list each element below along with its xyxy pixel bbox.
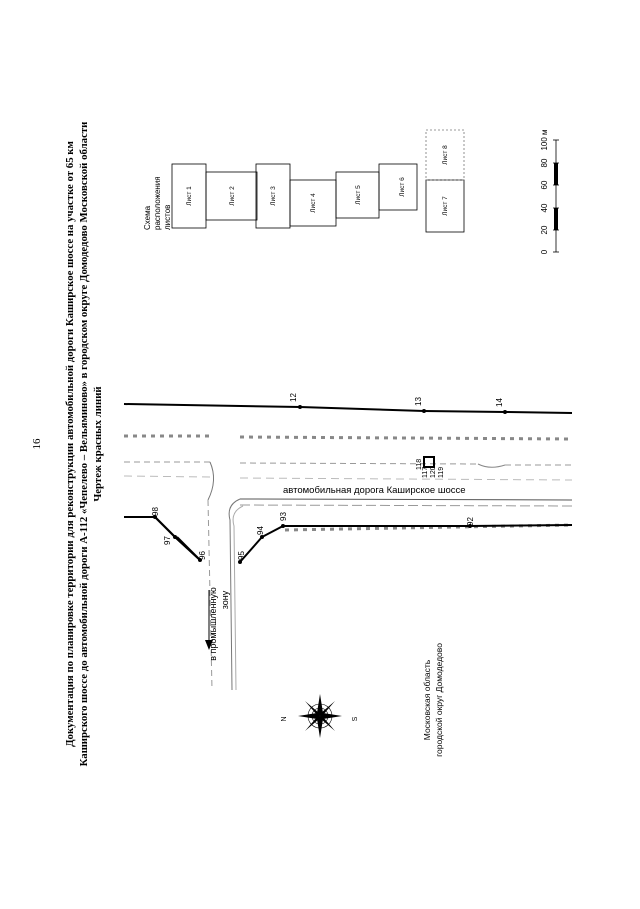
sheet-2-box xyxy=(205,171,258,221)
boundary-dashed-bottom xyxy=(284,523,573,532)
point-label-96: 96 xyxy=(198,551,207,560)
boundary-dashed-top xyxy=(124,434,573,441)
road-edge-top xyxy=(124,461,572,466)
direction-label-line-1: в промышленную xyxy=(208,587,218,661)
region-label-line-2: городской округ Домодедово xyxy=(434,643,444,757)
road-edge-bottom-2 xyxy=(239,504,573,507)
map-area: 12 13 14 98 97 96 95 94 93 92 117 118 11… xyxy=(123,393,573,757)
point-label-117: 117 xyxy=(422,467,429,478)
road-edge-bottom xyxy=(239,498,573,501)
scheme-title-line-1: Схема xyxy=(143,205,152,230)
direction-label-line-2: зону xyxy=(220,590,230,609)
scale-bar: 0 20 40 60 80 100 м xyxy=(540,129,559,254)
header-line-3: Чертеж красных линий xyxy=(92,386,104,501)
point-label-13: 13 xyxy=(414,397,423,406)
scale-tick-80: 80 xyxy=(540,158,549,167)
scale-tick-60: 60 xyxy=(540,180,549,189)
ramp-curve-upper xyxy=(207,461,214,501)
sheet-4-label: Лист 4 xyxy=(310,193,317,213)
road-centre xyxy=(123,475,573,481)
ramp-curve-lower xyxy=(228,498,241,691)
sheet-7-box xyxy=(425,179,465,233)
survey-points xyxy=(153,405,507,564)
page-number: 16 xyxy=(31,438,43,450)
sheet-5-label: Лист 5 xyxy=(355,185,362,205)
point-label-14: 14 xyxy=(495,398,504,407)
sheet-6-box xyxy=(378,163,418,211)
scale-tick-100: 100 м xyxy=(540,129,549,150)
sheet-2-label: Лист 2 xyxy=(229,186,236,206)
sheet-1-label: Лист 1 xyxy=(186,186,193,206)
direction-arrow-head xyxy=(205,640,213,650)
compass-north: N xyxy=(281,716,288,721)
red-line-left-b xyxy=(154,516,201,561)
document-header: Документация по планировке территории дл… xyxy=(64,122,104,767)
sheet-8-label: Лист 8 xyxy=(442,145,449,165)
point-label-120: 120 xyxy=(430,466,437,478)
red-line-bottom xyxy=(239,524,573,563)
ramp-curve-lower-2 xyxy=(232,505,244,691)
side-road-edge xyxy=(207,499,213,691)
point-label-94: 94 xyxy=(256,526,265,535)
compass-south: S xyxy=(352,716,359,721)
point-label-93: 93 xyxy=(279,512,288,521)
compass-rose-icon: N S xyxy=(281,694,359,738)
scheme-title-line-3: листов xyxy=(163,205,172,230)
scheme-title-line-2: расположения xyxy=(153,176,162,230)
scale-tick-0: 0 xyxy=(540,249,549,254)
sheet-7-label: Лист 7 xyxy=(442,196,449,216)
road-label: автомобильная дорога Каширское шоссе xyxy=(283,485,466,496)
sheet-6-label: Лист 6 xyxy=(399,177,406,197)
scale-tick-20: 20 xyxy=(540,225,549,234)
red-line-square xyxy=(423,456,435,468)
sheet-3-label: Лист 3 xyxy=(270,186,277,206)
sheet-layout-scheme: Схема расположения листов Лист 1 Лист 2 … xyxy=(143,129,465,233)
point-label-118: 118 xyxy=(416,459,423,470)
header-line-2: Каширского шоссе до автомобильной дороги… xyxy=(78,122,90,767)
point-label-98: 98 xyxy=(151,507,160,516)
point-label-12: 12 xyxy=(289,393,298,402)
point-label-92: 92 xyxy=(466,517,475,526)
right-junction-curve xyxy=(477,463,506,468)
scale-tick-40: 40 xyxy=(540,203,549,212)
point-label-119: 119 xyxy=(438,467,445,478)
header-line-1: Документация по планировке территории дл… xyxy=(64,140,76,746)
point-label-95: 95 xyxy=(237,551,246,560)
point-label-97: 97 xyxy=(163,536,172,545)
region-label-line-1: Московская область xyxy=(422,659,432,740)
